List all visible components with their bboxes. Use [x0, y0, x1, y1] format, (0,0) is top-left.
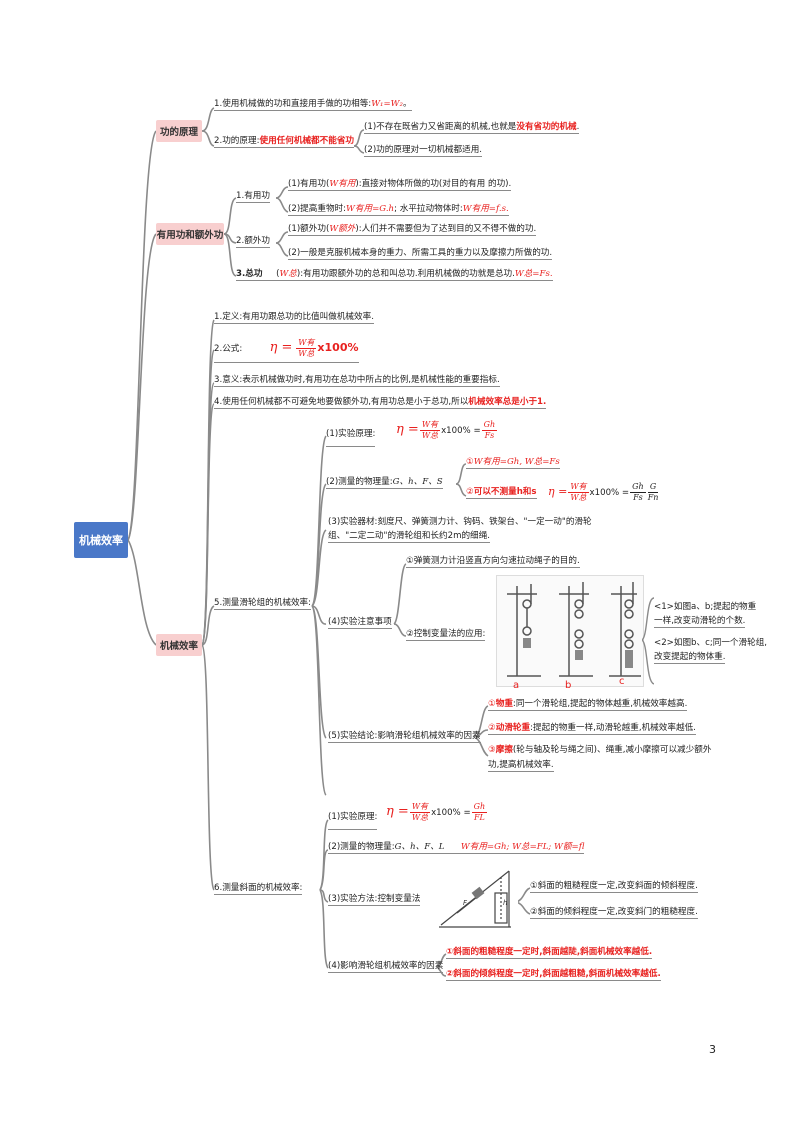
- incline-efficiency-heading: 6.测量斜面的机械效率:: [214, 883, 303, 895]
- pulley-efficiency-heading: 5.测量滑轮组的机械效率:: [214, 598, 312, 610]
- branch-useful-extra-work[interactable]: 有用功和额外功: [156, 223, 224, 245]
- figure-note-1a: <1>如图a、b;提起的物重: [654, 602, 757, 612]
- pulley-factor-3a: ③摩擦(轮与轴及轮与绳之间)、绳重,减小摩擦可以减少额外: [488, 745, 712, 755]
- pulley-factor-1: ①物重:同一个滑轮组,提起的物体越重,机械效率越高.: [488, 699, 688, 711]
- incline-method-2: ②斜面的倾斜程度一定,改变斜门的粗糙程度.: [530, 907, 698, 919]
- incline-factor-1: ①斜面的粗糙程度一定时,斜面越陡,斜面机械效率越低.: [446, 947, 653, 959]
- incline-principle: (1)实验原理:: [328, 811, 378, 830]
- pulley-precautions: (4)实验注意事项: [328, 617, 392, 629]
- figure-note-2a: <2>如图b、c;同一个滑轮组,: [654, 638, 768, 648]
- extra-work-label: 2.额外功: [236, 236, 270, 248]
- incline-method: (3)实验方法:控制变量法: [328, 894, 421, 906]
- incline-image: F h: [439, 870, 511, 928]
- figure-note-1b: 一样,改变动滑轮的个数.: [654, 616, 746, 628]
- useful-work-def: (1)有用功(W有用):直接对物体所做的功(对目的有用 的功).: [288, 179, 512, 191]
- pulley-conclusion: (5)实验结论:影响滑轮组机械效率的因素: [328, 731, 481, 743]
- pulley-quantity-note-2: ②可以不测量h和s: [466, 487, 537, 499]
- work-principle-item-2: 2.功的原理:使用任何机械都不能省功: [214, 136, 355, 148]
- figure-label-b: b: [565, 680, 572, 691]
- root-node[interactable]: 机械效率: [74, 522, 128, 558]
- efficiency-definition: 1.定义:有用功跟总功的比值叫做机械效率.: [214, 312, 374, 324]
- extra-work-def: (1)额外功(W额外):人们并不需要但为了达到目的又不得不做的功.: [288, 224, 537, 236]
- figure-bracket: [642, 597, 654, 685]
- pulley-precaution-1: ①弹簧测力计沿竖直方向匀速拉动绳子的目的.: [406, 556, 580, 568]
- incline-height-label: h: [503, 899, 507, 907]
- pulley-quantities: (2)测量的物理量:G、h、F、S: [326, 477, 443, 489]
- branch-efficiency[interactable]: 机械效率: [156, 634, 202, 656]
- pulley-equipment-1: (3)实验器材:刻度尺、弹簧测力计、钩码、铁架台、"一定一动"的滑轮: [328, 517, 592, 527]
- work-principle-sub-2: (2)功的原理对一切机械都适用.: [364, 145, 483, 157]
- work-principle-item-1: 1.使用机械做的功和直接用手做的功相等:W₁=W₂。: [214, 99, 412, 111]
- useful-work-label: 1.有用功: [236, 191, 270, 203]
- figure-label-a: a: [513, 680, 520, 691]
- pulley-principle: (1)实验原理:: [326, 428, 376, 447]
- branch-work-principle[interactable]: 功的原理: [156, 120, 202, 142]
- efficiency-meaning: 3.意义:表示机械做功时,有用功在总功中所占的比例,是机械性能的重要指标.: [214, 375, 500, 387]
- figure-note-2b: 改变提起的物体重.: [654, 652, 726, 664]
- incline-method-1: ①斜面的粗糙程度一定,改变斜面的倾斜程度.: [530, 881, 698, 893]
- incline-force-label: F: [463, 899, 468, 907]
- extra-work-detail: (2)一般是克服机械本身的重力、所需工具的重力以及摩擦力所做的功.: [288, 248, 553, 260]
- pulley-figure: [496, 575, 644, 687]
- pulley-factor-3b: 功,提高机械效率.: [488, 760, 554, 772]
- incline-quantities: (2)测量的物理量:G、h、F、L W有用=Gh; W总=FL; W额=fl: [328, 842, 585, 854]
- useful-work-formula: (2)提高重物时:W有用=G.h; 水平拉动物体时:W有用=f.s.: [288, 204, 509, 216]
- pulley-equipment-2: 组、"二定二动"的滑轮组和长约2m的细绳.: [328, 531, 490, 543]
- page-number: 3: [709, 1043, 716, 1056]
- total-work: 3.总功 (W总):有用功跟额外功的总和叫总功.利用机械做的功就是总功.W总=F…: [236, 269, 553, 281]
- pulley-quantity-note-1: ①W有用=Gh, W总=Fs: [466, 457, 560, 469]
- figure-label-c: c: [619, 676, 625, 687]
- efficiency-less-than-one: 4.使用任何机械都不可避免地要做额外功,有用功总是小于总功,所以机械效率总是小于…: [214, 397, 547, 409]
- work-principle-sub-1: (1)不存在既省力又省距离的机械,也就是没有省功的机械.: [364, 122, 580, 134]
- incline-factors: (4)影响滑轮组机械效率的因素: [328, 961, 444, 973]
- pulley-factor-2: ②动滑轮重:提起的物重一样,动滑轮越重,机械效率越低.: [488, 723, 696, 735]
- pulley-setup-image: [507, 582, 641, 677]
- pulley-precaution-2: ②控制变量法的应用:: [406, 629, 486, 641]
- incline-factor-2: ②斜面的倾斜程度一定时,斜面越粗糙,斜面机械效率越低.: [446, 969, 661, 981]
- incline-figure: F h: [436, 864, 518, 932]
